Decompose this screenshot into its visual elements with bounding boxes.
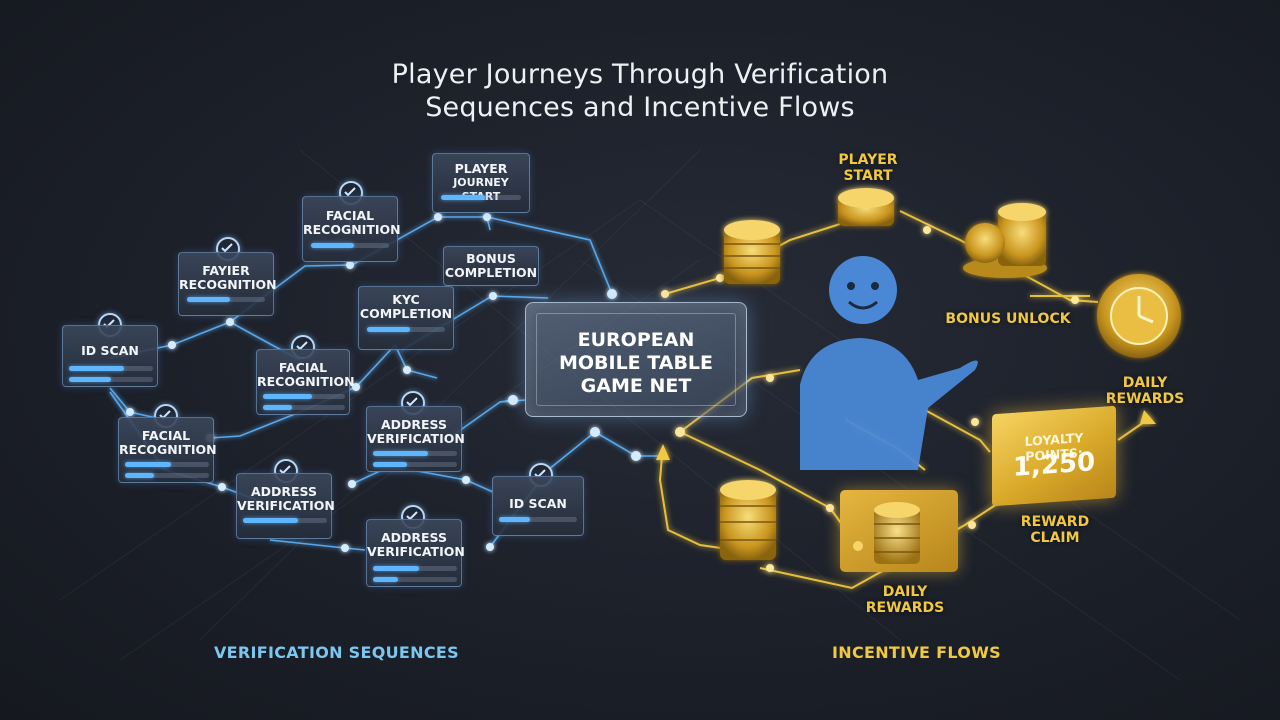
poker-chip-stack-icon bbox=[853, 502, 920, 564]
node-id-scan-left: ID SCAN bbox=[62, 325, 158, 387]
label-line1: PLAYER bbox=[838, 152, 898, 168]
section-label-incentive: INCENTIVE FLOWS bbox=[832, 643, 1001, 662]
node-label-line1: PLAYER bbox=[454, 161, 508, 176]
progress-bar bbox=[69, 366, 153, 371]
node-fayier-recognition: FAYIER RECOGNITION bbox=[178, 252, 277, 316]
node-label-line1: ID SCAN bbox=[81, 343, 139, 358]
player-avatar-icon bbox=[800, 256, 978, 470]
diagram-title-line1: Player Journeys Through Verification bbox=[391, 59, 889, 90]
progress-bar bbox=[263, 405, 345, 410]
node-address-verification-mid: ADDRESS VERIFICATION bbox=[366, 406, 465, 472]
label-daily-rewards-bottom: DAILY REWARDS bbox=[850, 584, 960, 616]
progress-bar bbox=[373, 577, 457, 582]
progress-bar bbox=[373, 451, 457, 456]
node-facial-recognition-mid: FACIAL RECOGNITION bbox=[256, 349, 355, 415]
progress-bar bbox=[263, 394, 345, 399]
node-label-line1: ADDRESS bbox=[380, 417, 448, 432]
node-label-line1: ID SCAN bbox=[509, 496, 567, 511]
node-label-line2: VERIFICATION bbox=[367, 431, 465, 446]
node-label-line1: FACIAL bbox=[325, 208, 375, 223]
node-label-line2: RECOGNITION bbox=[303, 222, 401, 237]
label-line2: START bbox=[843, 168, 893, 184]
progress-bar bbox=[367, 327, 445, 332]
node-address-verification-low-left: ADDRESS VERIFICATION bbox=[236, 473, 335, 539]
node-address-verification-low: ADDRESS VERIFICATION bbox=[366, 519, 465, 587]
progress-bar bbox=[441, 195, 521, 200]
label-bonus-unlock: BONUS UNLOCK bbox=[945, 311, 1071, 327]
node-label-line2: RECOGNITION bbox=[119, 442, 217, 457]
label-player-start: PLAYER START bbox=[820, 152, 916, 184]
diagram-title-line2: Sequences and Incentive Flows bbox=[425, 92, 855, 123]
label-line1: DAILY bbox=[882, 584, 928, 600]
progress-bar bbox=[125, 462, 209, 467]
label-line1: REWARD bbox=[1020, 514, 1090, 530]
node-label-line1: ADDRESS bbox=[380, 530, 448, 545]
node-label-line1: ADDRESS bbox=[250, 484, 318, 499]
label-reward-claim: REWARD CLAIM bbox=[1000, 514, 1110, 546]
progress-bar bbox=[125, 473, 209, 478]
label-line1: DAILY bbox=[1122, 375, 1168, 391]
daily-reward-clock-icon bbox=[1097, 274, 1181, 358]
daily-rewards-tray bbox=[840, 490, 958, 572]
progress-bar bbox=[69, 377, 153, 382]
label-daily-rewards-right: DAILY REWARDS bbox=[1090, 375, 1200, 407]
section-label-verification: VERIFICATION SEQUENCES bbox=[214, 643, 459, 662]
node-label-line1: FACIAL bbox=[278, 360, 328, 375]
loyalty-points-value: 1,250 bbox=[1012, 447, 1096, 483]
node-label-line2: COMPLETION bbox=[359, 306, 453, 321]
node-label-line1: FAYIER bbox=[202, 263, 250, 278]
poker-chip-stack-icon bbox=[720, 480, 776, 560]
progress-bar bbox=[373, 462, 457, 467]
node-label-line2: RECOGNITION bbox=[257, 374, 355, 389]
center-title-line2: MOBILE TABLE bbox=[558, 352, 714, 374]
node-label-line1: FACIAL bbox=[141, 428, 191, 443]
node-label-line2: COMPLETION bbox=[444, 265, 538, 280]
node-facial-recognition-top: FACIAL RECOGNITION bbox=[302, 196, 401, 262]
label-line2: CLAIM bbox=[1030, 530, 1080, 546]
poker-chip-stack-icon bbox=[838, 188, 894, 226]
label-line2: REWARDS bbox=[865, 600, 945, 616]
progress-bar bbox=[243, 518, 327, 523]
node-label-line2: RECOGNITION bbox=[179, 277, 277, 292]
node-label-line1: BONUS bbox=[466, 251, 516, 266]
progress-bar bbox=[373, 566, 457, 571]
node-label-line2: VERIFICATION bbox=[237, 498, 335, 513]
progress-bar bbox=[311, 243, 389, 248]
progress-bar bbox=[499, 517, 577, 522]
node-label-line2: VERIFICATION bbox=[367, 544, 465, 559]
node-label-line1: KYC bbox=[392, 292, 420, 307]
poker-chip-stack-icon bbox=[724, 220, 780, 284]
node-id-scan-right: ID SCAN bbox=[492, 476, 584, 536]
node-facial-recognition-low: FACIAL RECOGNITION bbox=[118, 417, 217, 483]
central-network-panel: EUROPEAN MOBILE TABLE GAME NET bbox=[525, 302, 747, 417]
label-line2: REWARDS bbox=[1105, 391, 1185, 407]
node-bonus-completion: BONUS COMPLETION bbox=[443, 246, 539, 286]
poker-chip-stack-icon bbox=[963, 203, 1047, 278]
center-title-line1: EUROPEAN bbox=[577, 329, 695, 351]
node-player-journey-start: PLAYER JOURNEY START bbox=[432, 153, 530, 213]
center-title-line3: GAME NET bbox=[580, 375, 692, 397]
loyalty-points-card: LOYALTY POINTS: 1,250 bbox=[992, 405, 1116, 507]
node-kyc-completion: KYC COMPLETION bbox=[358, 286, 454, 350]
progress-bar bbox=[187, 297, 265, 302]
